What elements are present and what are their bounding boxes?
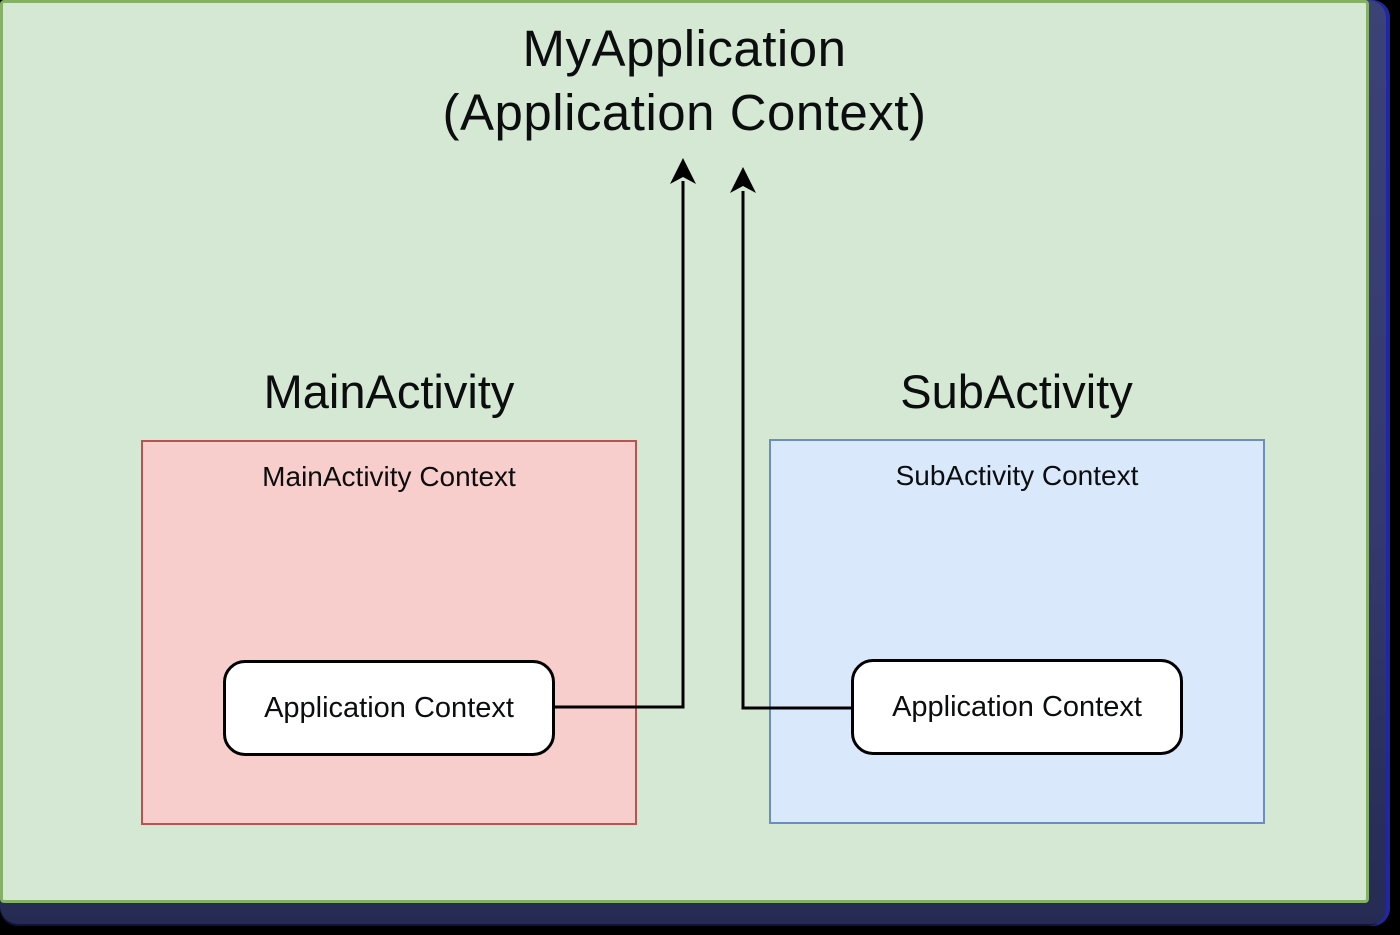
arrowhead-up-icon bbox=[730, 167, 756, 193]
application-title: MyApplication (Application Context) bbox=[3, 17, 1366, 145]
sub-activity-context-label: SubActivity Context bbox=[895, 460, 1139, 491]
main-application-context-text: Application Context bbox=[264, 691, 514, 724]
application-title-line2: (Application Context) bbox=[442, 84, 927, 141]
main-activity-heading: MainActivity bbox=[263, 365, 515, 418]
main-application-context-node: Application Context bbox=[223, 660, 555, 756]
sub-activity-heading: SubActivity bbox=[900, 365, 1133, 418]
sub-application-context-text: Application Context bbox=[892, 690, 1142, 723]
arrowhead-up-icon bbox=[670, 158, 696, 184]
main-activity-context-label: MainActivity Context bbox=[262, 461, 516, 492]
application-title-line1: MyApplication bbox=[522, 20, 847, 77]
application-context-canvas: MyApplication (Application Context) Main… bbox=[0, 0, 1369, 903]
sub-application-context-node: Application Context bbox=[851, 659, 1183, 755]
main-activity-box: MainActivity Context bbox=[141, 440, 637, 825]
sub-activity-box: SubActivity Context bbox=[769, 439, 1265, 824]
